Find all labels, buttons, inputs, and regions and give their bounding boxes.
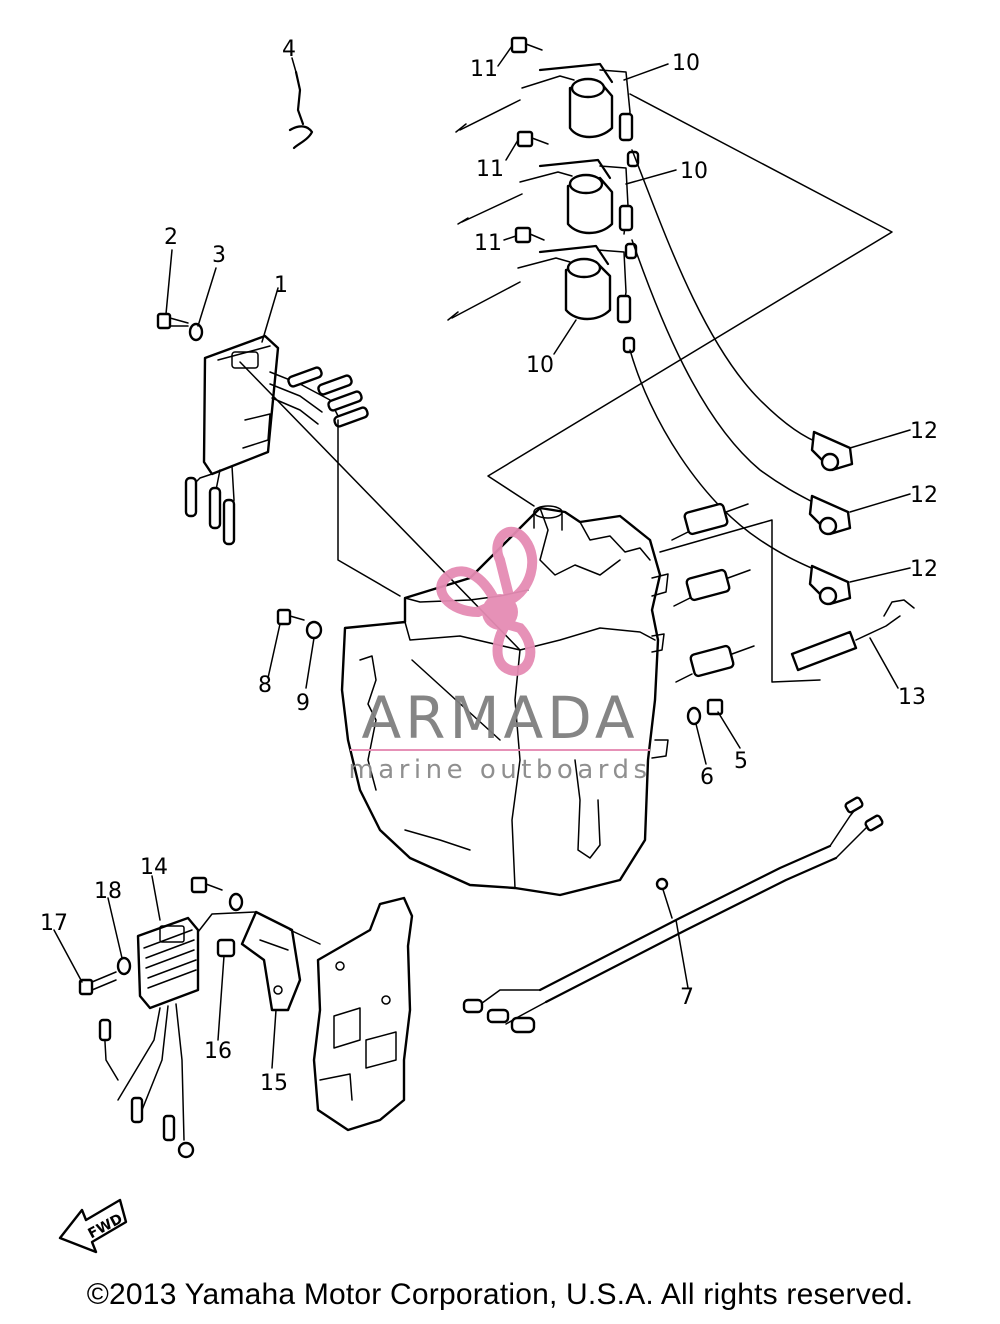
washer-18 [116, 956, 132, 976]
wire-harness-7 [462, 796, 884, 1034]
copyright-notice: ©2013 Yamaha Motor Corporation, U.S.A. A… [86, 1278, 914, 1311]
plug-cap-2 [808, 494, 852, 536]
callout-14: 14 [140, 855, 168, 880]
screw-11-b [516, 130, 549, 148]
callout-3: 3 [212, 243, 226, 268]
callout-10-c: 10 [526, 353, 554, 378]
callout-7: 7 [680, 985, 694, 1010]
electrical-mount-panel [312, 896, 414, 1132]
plug-cap-1 [810, 430, 854, 472]
plug-cap-3 [808, 564, 852, 606]
ignition-coil-3 [451, 244, 636, 354]
callout-13: 13 [898, 685, 926, 710]
washer-6 [686, 706, 702, 726]
washer-9 [305, 620, 323, 640]
bracket-plate-15 [190, 876, 302, 1012]
callout-11-c: 11 [474, 231, 502, 256]
callout-8: 8 [258, 673, 272, 698]
bracket-clip [288, 70, 314, 150]
ignition-coil-1 [459, 62, 640, 168]
spark-plug-leads [629, 149, 854, 606]
ignition-coil-group [447, 36, 640, 354]
screw-17 [78, 971, 117, 996]
callout-9: 9 [296, 691, 310, 716]
callout-12-b: 12 [910, 483, 938, 508]
callout-10-b: 10 [680, 159, 708, 184]
washer-3 [188, 322, 204, 342]
callout-4: 4 [282, 37, 296, 62]
watermark-tagline: marine outboards [348, 755, 651, 785]
rectifier-regulator-14 [98, 916, 200, 1159]
screw-2 [156, 312, 189, 330]
leader-lines [53, 45, 911, 1069]
callout-17: 17 [40, 911, 68, 936]
propeller-logo [436, 526, 538, 676]
callout-18: 18 [94, 879, 122, 904]
watermark-brand: ARMADA [361, 684, 638, 752]
callout-12-a: 12 [910, 419, 938, 444]
callout-1: 1 [274, 273, 288, 298]
screw-11-c [514, 226, 545, 244]
callout-6: 6 [700, 765, 714, 790]
sensor-13 [790, 599, 915, 672]
callout-12-c: 12 [910, 557, 938, 582]
callout-5: 5 [734, 749, 748, 774]
callout-numbers: 1 2 3 4 5 6 7 8 9 10 10 10 11 11 11 12 1… [40, 37, 938, 1096]
callout-2: 2 [164, 225, 178, 250]
screw-8 [276, 608, 305, 626]
spacer-16 [216, 938, 236, 958]
callout-11-a: 11 [470, 57, 498, 82]
cdi-unit [184, 334, 369, 546]
spark-plugs [671, 502, 755, 683]
screw-5 [706, 698, 724, 716]
callout-10-a: 10 [672, 51, 700, 76]
armada-watermark: ARMADA marine outboards [348, 526, 651, 785]
ignition-coil-2 [461, 158, 638, 260]
callout-15: 15 [260, 1071, 288, 1096]
engine-block [340, 505, 669, 897]
screw-11-a [510, 36, 543, 54]
fwd-arrow: FWD [58, 1198, 128, 1254]
callout-16: 16 [204, 1039, 232, 1064]
callout-11-b: 11 [476, 157, 504, 182]
